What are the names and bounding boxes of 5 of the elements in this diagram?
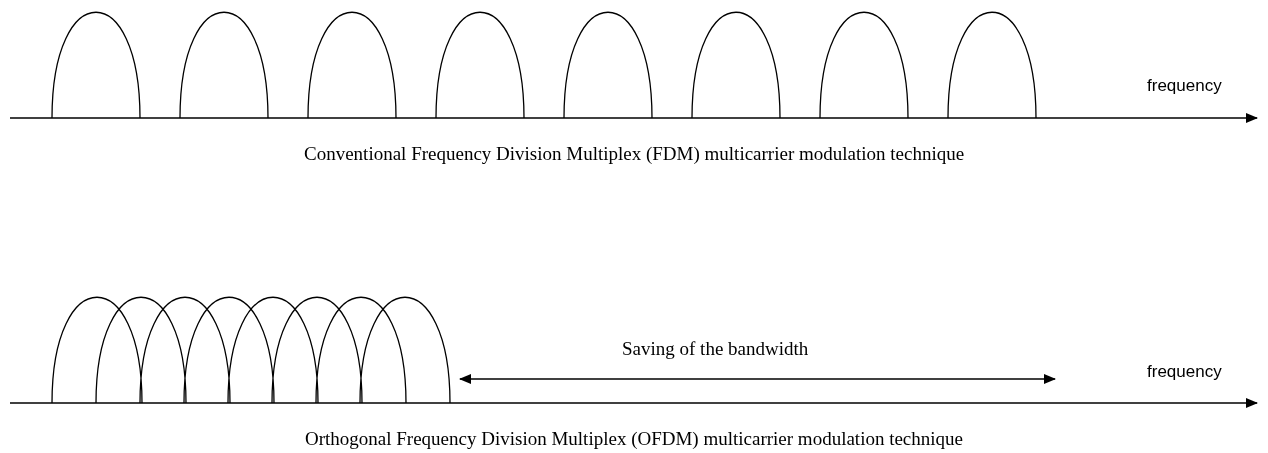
caption: Conventional Frequency Division Multiplex (FDM) multicarrier modulation technique [304, 143, 965, 165]
axis-label: frequency [1147, 362, 1222, 382]
dimension-label: Saving of the bandwidth [622, 338, 809, 360]
axis-label: frequency [1147, 76, 1222, 96]
caption: Orthogonal Frequency Division Multiplex (OFDM) multicarrier modulation technique [305, 428, 963, 450]
